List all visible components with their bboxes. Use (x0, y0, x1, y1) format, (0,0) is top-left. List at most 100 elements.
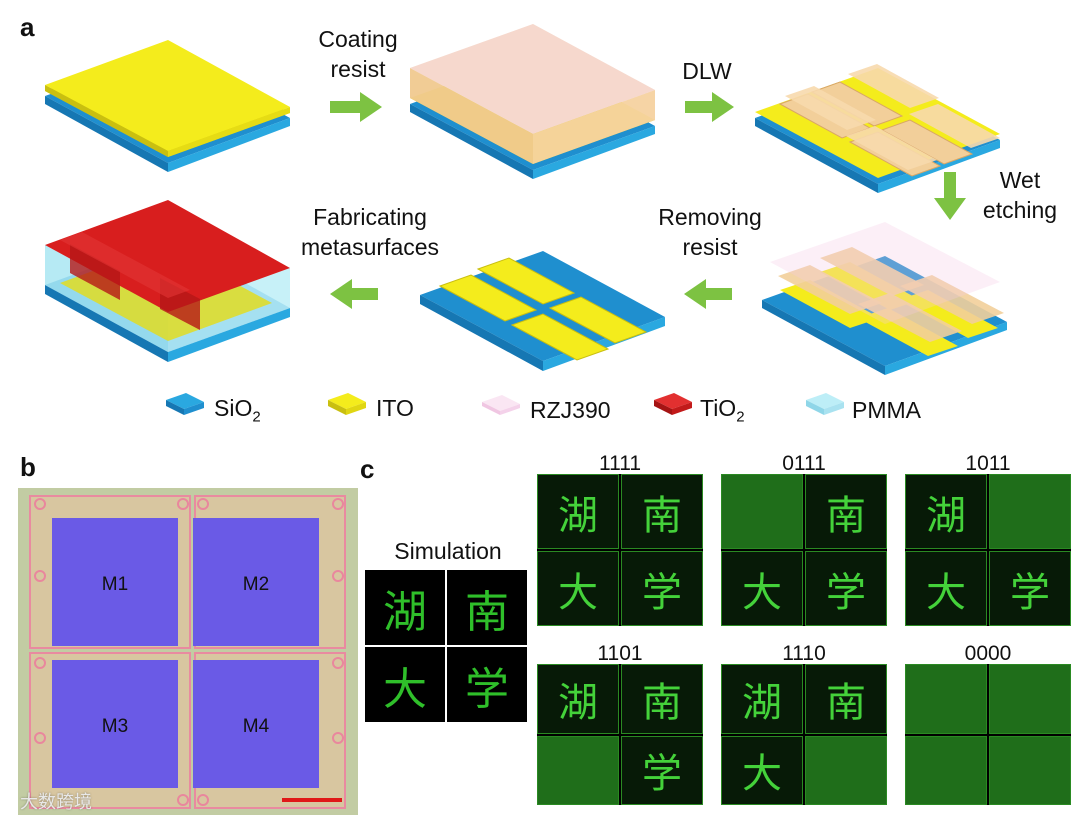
measurement-cell-1: 湖 (537, 474, 619, 549)
legend-sio2-sub: 2 (252, 408, 261, 426)
measurement-cell-4 (989, 735, 1071, 805)
watermark-text: 大数跨境 (20, 792, 92, 812)
arrow-left-1 (684, 279, 732, 309)
measurement-cell-1: 湖 (537, 664, 619, 734)
legend-label-sio2: SiO2 (214, 395, 261, 426)
simulation-image: 湖 南 大 学 (365, 570, 527, 722)
legend-swatch-ito (328, 393, 366, 415)
measurement-image-1011: 湖大学 (905, 474, 1071, 626)
measurement-character: 湖 (558, 492, 598, 539)
metasurface-label-m1: M1 (101, 574, 129, 595)
measurement-character: 南 (826, 492, 866, 539)
step-label-removing-line2: resist (682, 234, 738, 260)
measurement-cell-4: 学 (805, 551, 887, 626)
step-label-fabricating: Fabricating metasurfaces (290, 202, 450, 262)
measurement-character: 学 (1010, 569, 1050, 616)
sim-divider-h (365, 645, 527, 647)
measurement-cell-3: 大 (721, 735, 803, 805)
metasurface-m4: M4 (193, 660, 319, 788)
sim-character-4: 学 (465, 663, 509, 715)
stage-resist-coating (410, 24, 655, 179)
metasurface-label-m2: M2 (242, 574, 270, 595)
metasurface-m1: M1 (52, 518, 178, 646)
scale-bar (282, 798, 342, 802)
sim-character-2: 南 (465, 586, 509, 638)
stage-resist-removed (420, 251, 665, 371)
measurement-character: 大 (742, 569, 782, 616)
measurement-cell-3: 大 (905, 551, 987, 626)
metasurface-m2: M2 (193, 518, 319, 646)
measurement-character: 大 (742, 751, 782, 798)
measurement-label-1011: 1011 (965, 452, 1011, 475)
legend-label-rzj390: RZJ390 (530, 397, 611, 423)
legend-sio2-text: SiO (214, 395, 253, 421)
measurement-cell-3 (537, 735, 619, 805)
measurement-cell-4: 学 (621, 551, 703, 626)
panel-letter-a: a (20, 12, 35, 42)
measurement-cell-2: 南 (805, 664, 887, 734)
measurement-label-0111: 0111 (782, 452, 826, 475)
legend-label-ito: ITO (376, 395, 414, 421)
measurement-cell-4 (805, 735, 887, 805)
measurement-cell-2 (989, 664, 1071, 734)
measurement-character: 南 (642, 679, 682, 726)
measurement-character: 湖 (926, 492, 966, 539)
measurement-label-1111: 1111 (598, 452, 642, 475)
measurement-cell-2: 南 (621, 664, 703, 734)
measurement-label-0000: 0000 (964, 642, 1012, 665)
measurement-character: 湖 (558, 679, 598, 726)
sim-character-3: 大 (383, 663, 427, 715)
fabrication-process-diagram (45, 24, 1007, 415)
stage-metasurfaces (45, 200, 290, 362)
legend-tio2-sub: 2 (736, 408, 745, 426)
measurement-character: 学 (642, 751, 682, 798)
legend-label-tio2: TiO2 (700, 395, 745, 426)
measurement-label-1110: 1110 (782, 642, 826, 665)
step-label-removing-line1: Removing (658, 204, 762, 230)
legend-label-pmma: PMMA (852, 397, 921, 423)
measurement-cell-3: 大 (721, 551, 803, 626)
metasurface-label-m3: M3 (101, 716, 129, 737)
measurement-cell-3 (905, 735, 987, 805)
step-label-fabricating-line2: metasurfaces (300, 234, 440, 260)
step-label-wet-etching: Wet etching (975, 165, 1065, 225)
measurement-cell-2: 南 (805, 474, 887, 549)
measurement-cell-2 (989, 474, 1071, 549)
measurement-cell-1: 湖 (721, 664, 803, 734)
microscope-image: M1 M2 M3 M4 大数跨境 (18, 488, 358, 815)
step-label-dlw: DLW (682, 58, 732, 84)
metasurface-label-m4: M4 (242, 716, 270, 737)
step-label-fabricating-line1: Fabricating (313, 204, 427, 230)
sim-character-1: 湖 (383, 586, 427, 638)
arrow-right-2 (685, 92, 734, 122)
measurement-character: 南 (826, 679, 866, 726)
step-label-coating: Coating resist (293, 24, 423, 84)
measurement-character: 大 (558, 569, 598, 616)
arrow-right-1 (330, 92, 382, 122)
measurement-image-0000 (905, 664, 1071, 805)
legend-swatch-pmma (806, 393, 844, 415)
legend-tio2-text: TiO (700, 395, 737, 421)
measurement-character: 大 (926, 569, 966, 616)
panel-letter-c: c (360, 454, 375, 484)
measurement-image-1111: 湖南大学 (537, 474, 703, 626)
measurement-cell-4: 学 (989, 551, 1071, 626)
measurement-character: 学 (826, 569, 866, 616)
step-label-removing: Removing resist (640, 202, 780, 262)
measurement-cell-3: 大 (537, 551, 619, 626)
stage-ito-substrate (45, 40, 290, 172)
measurement-character: 湖 (742, 679, 782, 726)
measurement-character: 南 (642, 492, 682, 539)
measurement-cell-4: 学 (621, 735, 703, 805)
step-label-wet-line1: Wet (999, 167, 1041, 193)
stage-dlw (755, 64, 1000, 193)
simulation-title: Simulation (394, 538, 502, 564)
metasurface-m3: M3 (52, 660, 178, 788)
measurement-image-1110: 湖南大 (721, 664, 887, 805)
measurement-character: 学 (642, 569, 682, 616)
measurement-cell-1: 湖 (905, 474, 987, 549)
legend-swatch-tio2 (654, 393, 692, 415)
measurement-image-1101: 湖南学 (537, 664, 703, 805)
measurement-image-0111: 南大学 (721, 474, 887, 626)
step-label-coating-line2: resist (330, 56, 386, 82)
